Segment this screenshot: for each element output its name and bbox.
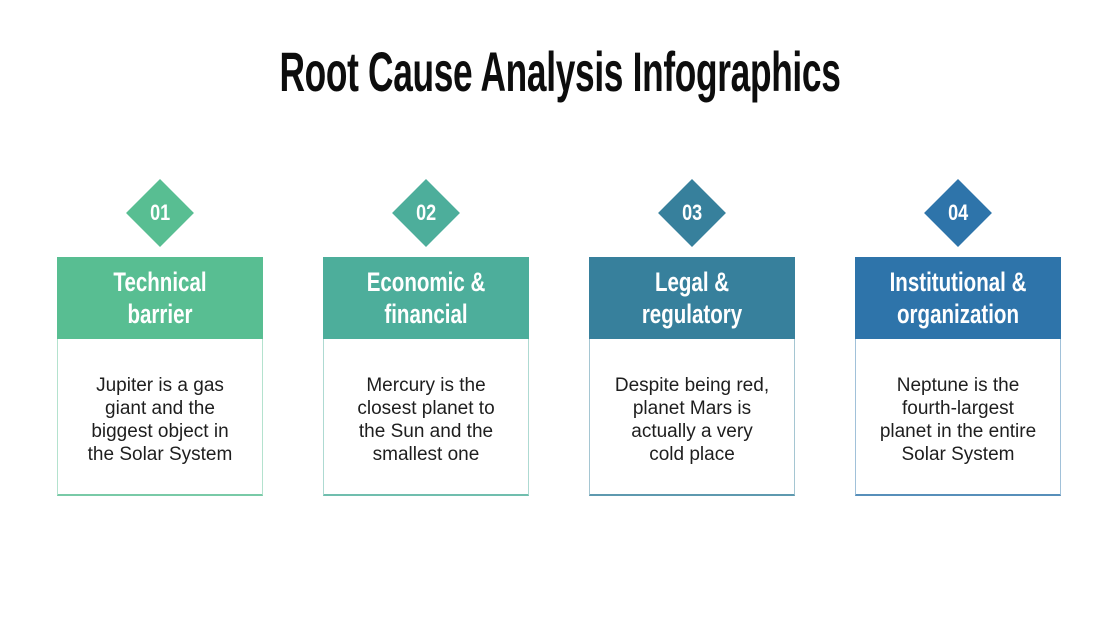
- card-description: Jupiter is a gas giant and the biggest o…: [87, 374, 233, 465]
- diamond-shape: 03: [658, 179, 726, 247]
- step-marker: 03: [658, 179, 726, 247]
- step-number: 03: [681, 199, 703, 225]
- step-marker: 02: [392, 179, 460, 247]
- cards-row: 01 Technical barrier Jupiter is a gas gi…: [57, 179, 1061, 496]
- card-description: Neptune is the fourth-largest planet in …: [879, 374, 1037, 465]
- card-heading: Technical barrier: [113, 267, 207, 329]
- step-marker: 04: [924, 179, 992, 247]
- card-header: Legal & regulatory: [589, 257, 795, 339]
- card-header: Economic & financial: [323, 257, 529, 339]
- card-body: Despite being red, planet Mars is actual…: [589, 339, 795, 496]
- diamond-shape: 01: [126, 179, 194, 247]
- step-marker: 01: [126, 179, 194, 247]
- card-legal-regulatory: 03 Legal & regulatory Despite being red,…: [589, 179, 795, 496]
- card-heading: Legal & regulatory: [641, 267, 743, 329]
- card-heading: Economic & financial: [366, 267, 486, 329]
- card-description: Mercury is the closest planet to the Sun…: [357, 374, 495, 465]
- card-body: Mercury is the closest planet to the Sun…: [323, 339, 529, 496]
- card-heading: Institutional & organization: [889, 267, 1027, 329]
- card-body: Jupiter is a gas giant and the biggest o…: [57, 339, 263, 496]
- card-economic-financial: 02 Economic & financial Mercury is the c…: [323, 179, 529, 496]
- step-number: 02: [415, 199, 437, 225]
- diamond-shape: 02: [392, 179, 460, 247]
- card-header: Institutional & organization: [855, 257, 1061, 339]
- card-header: Technical barrier: [57, 257, 263, 339]
- step-number: 01: [149, 199, 171, 225]
- page-title: Root Cause Analysis Infographics: [279, 40, 841, 103]
- card-institutional-organization: 04 Institutional & organization Neptune …: [855, 179, 1061, 496]
- step-number: 04: [947, 199, 969, 225]
- title-container: Root Cause Analysis Infographics: [0, 39, 1120, 104]
- card-technical-barrier: 01 Technical barrier Jupiter is a gas gi…: [57, 179, 263, 496]
- card-body: Neptune is the fourth-largest planet in …: [855, 339, 1061, 496]
- card-description: Despite being red, planet Mars is actual…: [614, 374, 770, 465]
- diamond-shape: 04: [924, 179, 992, 247]
